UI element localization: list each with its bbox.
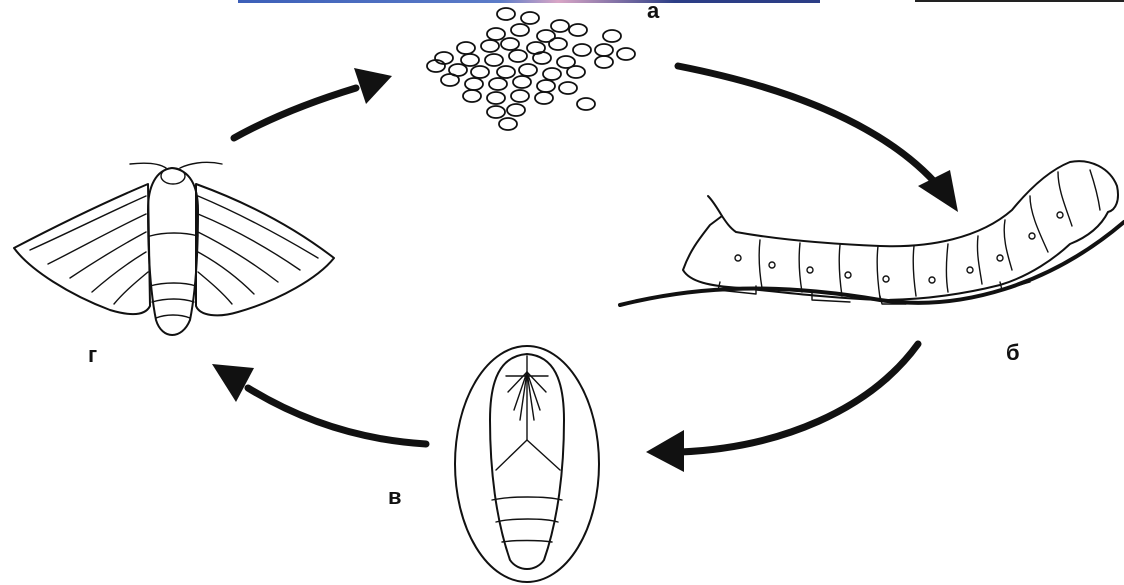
moth	[14, 162, 334, 335]
egg	[501, 38, 519, 50]
stage-label-caterpillar: б	[1006, 340, 1020, 365]
egg	[603, 30, 621, 42]
egg	[509, 50, 527, 62]
egg	[489, 78, 507, 90]
egg	[487, 28, 505, 40]
egg	[471, 66, 489, 78]
stage-label-moth: г	[88, 342, 97, 367]
caterpillar	[620, 161, 1124, 305]
eggs-cluster	[427, 8, 635, 130]
egg	[549, 38, 567, 50]
egg	[577, 98, 595, 110]
egg	[511, 90, 529, 102]
egg	[497, 8, 515, 20]
egg	[617, 48, 635, 60]
egg	[463, 90, 481, 102]
egg	[537, 80, 555, 92]
egg	[481, 40, 499, 52]
pupa-in-cocoon	[455, 346, 599, 582]
stage-label-eggs: а	[647, 0, 660, 23]
arrow-eggs-to-caterpillar	[678, 66, 958, 212]
egg	[595, 44, 613, 56]
stage-label-pupa: в	[388, 484, 402, 509]
egg	[573, 44, 591, 56]
egg	[499, 118, 517, 130]
top-color-strip	[238, 0, 820, 3]
arrow-pupa-to-moth	[212, 364, 426, 444]
egg	[513, 76, 531, 88]
egg	[519, 64, 537, 76]
egg	[543, 68, 561, 80]
egg	[511, 24, 529, 36]
egg	[441, 74, 459, 86]
egg	[569, 24, 587, 36]
arrow-caterpillar-to-pupa	[646, 344, 918, 472]
egg	[485, 54, 503, 66]
egg	[457, 42, 475, 54]
egg	[535, 92, 553, 104]
egg	[559, 82, 577, 94]
egg	[487, 92, 505, 104]
egg	[533, 52, 551, 64]
egg	[567, 66, 585, 78]
egg	[497, 66, 515, 78]
leaf-line	[620, 222, 1124, 305]
egg	[461, 54, 479, 66]
egg	[465, 78, 483, 90]
egg	[551, 20, 569, 32]
egg	[521, 12, 539, 24]
arrow-moth-to-eggs	[234, 68, 392, 138]
egg	[507, 104, 525, 116]
egg	[487, 106, 505, 118]
egg	[595, 56, 613, 68]
top-dark-strip	[915, 0, 1124, 2]
